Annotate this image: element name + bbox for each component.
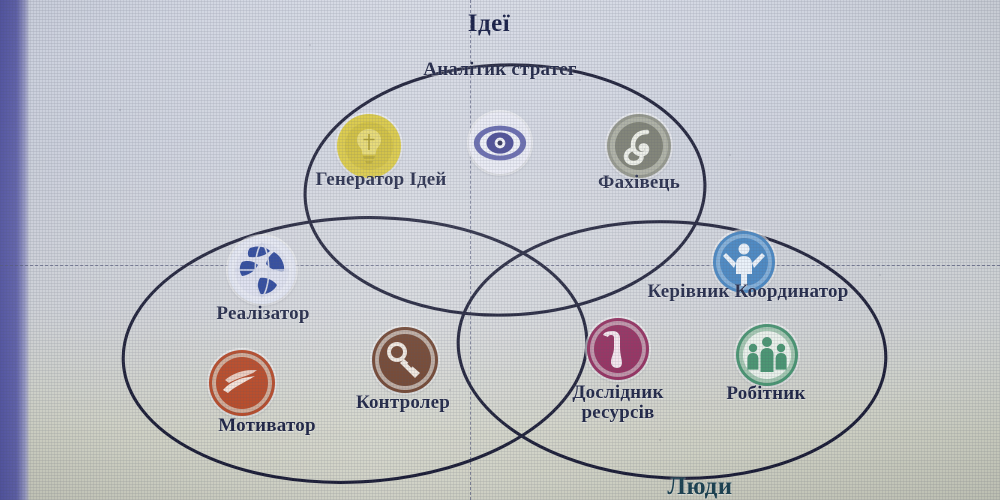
role-label-robitnyk: Робітник [726, 383, 806, 404]
zone-title-people: Люди [667, 473, 733, 500]
role-label-analityk-strateh: Аналітик стратег [423, 59, 577, 80]
telephone-icon [587, 318, 649, 380]
vertical-guide-line [470, 0, 471, 500]
eye-icon [469, 112, 531, 174]
role-label-kontroler: Контролер [355, 392, 451, 413]
lightning-bolt-icon [209, 350, 275, 416]
people-group-icon [736, 324, 798, 386]
role-label-generator-idey: Генератор Ідей [315, 169, 447, 190]
left-ellipse [121, 216, 589, 484]
role-label-kerivnyk-koordynator: Керівник Координатор [647, 281, 849, 302]
magnifier-icon [372, 327, 438, 393]
gears-globe-icon [228, 236, 296, 304]
zone-title-ideas: Ідеї [467, 10, 511, 37]
role-label-fahivets: Фахівець [598, 172, 680, 193]
role-label-line-2: ресурсів [581, 402, 655, 424]
right-ellipse [456, 220, 888, 480]
role-label-realizator: Реалізатор [216, 303, 310, 324]
horizontal-guide-line [0, 265, 1000, 266]
left-edge-band [0, 0, 30, 500]
top-ellipse [303, 63, 707, 317]
role-label-line-1: Дослідник [572, 382, 664, 403]
swirl-icon [607, 114, 671, 178]
lightbulb-icon [337, 114, 401, 178]
person-raised-arms-icon [713, 231, 775, 293]
role-label-motyvator: Мотиватор [218, 415, 316, 436]
role-label-doslidnyk-resursiv: Дослідник ресурсів [543, 382, 693, 424]
